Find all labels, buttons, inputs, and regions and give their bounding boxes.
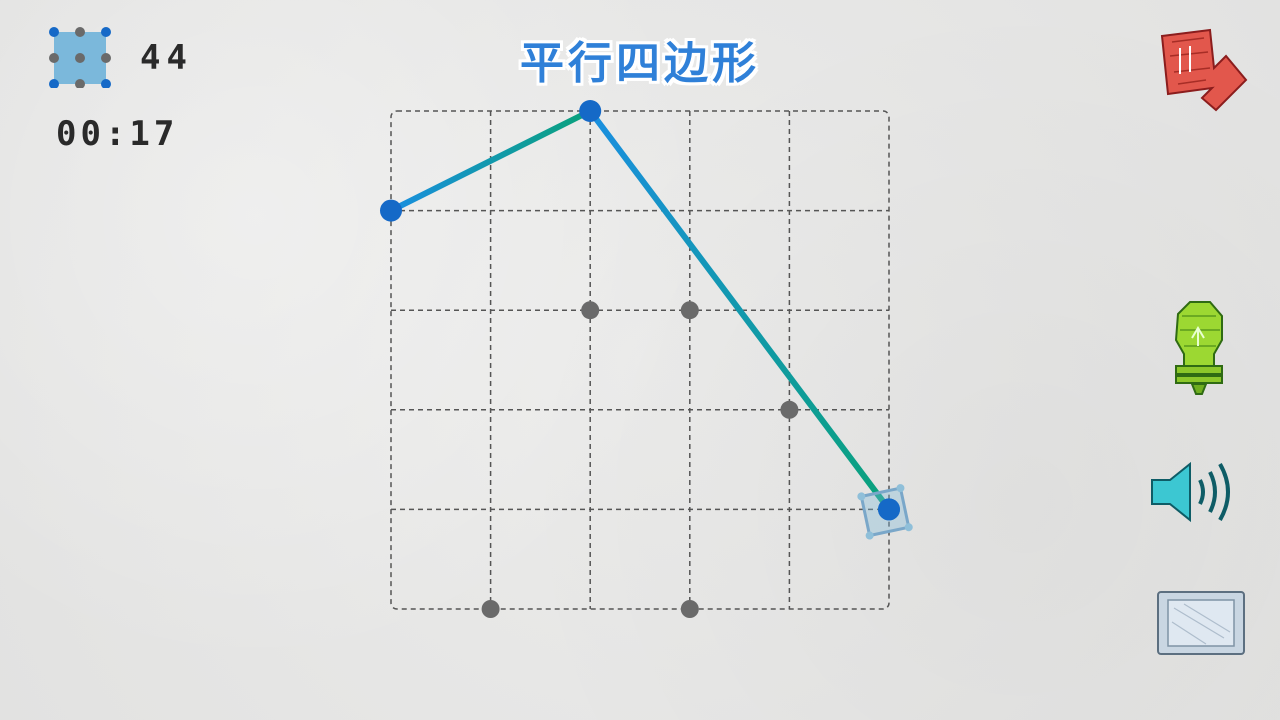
level-number: 44 — [140, 38, 193, 78]
level-icon — [49, 27, 111, 88]
lightbulb-icon[interactable] — [1162, 296, 1236, 400]
timer: 00:17 — [56, 114, 179, 154]
grid — [390, 110, 890, 610]
cursor-marker[interactable] — [857, 483, 914, 540]
page-title: 平行四边形 — [520, 38, 760, 89]
path-node — [579, 100, 602, 122]
grid-dot[interactable] — [680, 600, 699, 618]
grid-frame — [390, 110, 890, 610]
grid-dot[interactable] — [780, 400, 799, 419]
active-node[interactable] — [878, 498, 900, 521]
grid-dot[interactable] — [680, 301, 699, 320]
grid-dot[interactable] — [481, 600, 500, 618]
next-level-icon[interactable] — [1148, 22, 1252, 122]
grid-dot[interactable] — [581, 301, 600, 320]
target-dots — [481, 301, 799, 618]
path-segment — [388, 108, 594, 214]
path-node — [380, 199, 402, 222]
path-segment — [587, 108, 892, 513]
menu-panel-icon[interactable] — [1154, 588, 1248, 658]
speaker-icon[interactable] — [1146, 452, 1246, 532]
